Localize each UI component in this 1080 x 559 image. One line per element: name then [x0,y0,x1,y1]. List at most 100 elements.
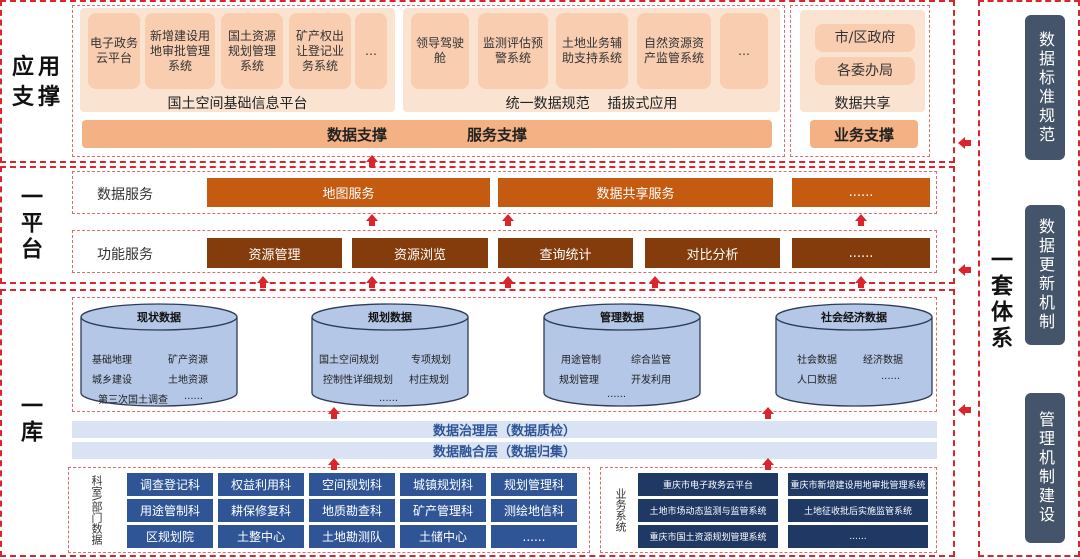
function-service: 资源浏览 [352,238,488,268]
function-service-row [72,230,937,273]
database-item: 用途管制 [561,355,601,366]
platform-app-cell: 矿产权出让登记业务系统 [289,13,351,89]
cylinder-shape [775,303,933,407]
database-title: 现状数据 [137,311,181,324]
section-label-platform: 一平台 [17,185,42,263]
database-item: ...... [379,393,399,404]
database-item: 控制性详细规划 [323,375,393,386]
arrow-up-icon [366,276,378,288]
function-service: ...... [792,238,930,268]
plugin-app-cell: 自然资源资产监管系统 [637,13,711,89]
department-cell: 地质勘查科 [309,499,395,522]
department-cell: ...... [491,525,577,548]
database-item: 第三次国土调查 [98,395,168,406]
platform-app-cell: 新增建设用地审批管理系统 [145,13,215,89]
database-title: 社会经济数据 [821,311,887,324]
arrow-up-icon [257,276,269,288]
database-item: 村庄规划 [409,375,449,386]
library-section [0,289,955,557]
database-item: 土地资源 [168,375,208,386]
arrow-left-icon [958,137,971,149]
plugin-app-cell: 土地业务辅助支持系统 [556,13,628,89]
arrow-up-icon [762,458,774,470]
plugin-app-cell: 领导驾驶舱 [411,13,469,89]
department-cell: 土储中心 [400,525,486,548]
database-item: 基础地理 [92,355,132,366]
more-data-service: ...... [792,178,930,207]
business-support-bar: 业务支撑 [810,120,918,148]
side-panel-data-update: 数据更新机制 [1025,205,1065,345]
city-government-cell: 市/区政府 [815,24,915,52]
dept-data-label: 科室\部门数据 [90,475,103,545]
business-system-label: 业务系统 [614,488,627,532]
database-item: ...... [881,371,901,382]
side-panel-management: 管理机制建设 [1025,393,1065,543]
data-governance-layer: 数据治理层（数据质检） [72,421,937,439]
data-service-row [72,171,937,214]
department-cell: 空间规划科 [309,473,395,496]
department-cell: 规划管理科 [491,473,577,496]
arrow-up-icon [328,407,340,419]
database-cylinder: 社会经济数据社会数据 经济数据人口数据...... [775,303,933,407]
side-panel-data-standards: 数据标准规范 [1025,15,1065,160]
database-cylinder: 管理数据用途管制综合监管规划管理开发利用...... [543,303,701,407]
data-support-label: 数据支撑 [326,125,387,144]
arrow-up-icon [502,214,514,226]
database-item: 人口数据 [797,375,837,386]
app-support-section [0,0,955,163]
function-service: 对比分析 [645,238,780,268]
platform-app-cell: 电子政务云平台 [88,13,140,89]
department-cell: 测绘地信科 [491,499,577,522]
arrow-left-icon [958,264,971,276]
business-system-cell: 土地市场动态监测与监管系统 [638,499,778,522]
arrow-up-icon [855,214,867,226]
database-item: 规划管理 [559,375,599,386]
business-system-cell: ...... [788,525,928,548]
arrow-up-icon [366,155,378,167]
cylinder-shape [311,303,469,407]
data-fusion-layer: 数据融合层（数据归集） [72,442,937,460]
department-cell: 矿产管理科 [400,499,486,522]
department-cell: 区规划院 [127,525,213,548]
arrow-up-icon [502,276,514,288]
system-section [978,0,1080,557]
database-item: 综合监管 [631,355,671,366]
function-service-label: 功能服务 [97,247,153,263]
data-service-label: 数据服务 [97,187,153,203]
database-item: 社会数据 [797,355,837,366]
service-support-label: 服务支撑 [467,125,528,144]
department-cell: 土整中心 [218,525,304,548]
department-cell: 调查登记科 [127,473,213,496]
section-label-app-support: 应用支撑 [12,54,65,110]
function-service: 资源管理 [207,238,342,268]
database-item: 城乡建设 [92,375,132,386]
department-cell: 权益利用科 [218,473,304,496]
database-title: 规划数据 [368,311,412,324]
business-system-cell: 重庆市国土资源规划管理系统 [638,525,778,548]
database-item: 经济数据 [863,355,903,366]
database-cylinder: 现状数据基础地理矿产资源城乡建设土地资源第三次国土调查...... [80,303,238,407]
database-item: 专项规划 [411,355,451,366]
department-cell: 耕保修复科 [218,499,304,522]
app-main-frame [72,5,785,157]
cylinder-shape [80,303,238,407]
department-cell: 土地勘测队 [309,525,395,548]
function-service: 查询统计 [498,238,633,268]
platform-section [0,166,955,284]
business-system-cell: 土地征收批后实施监管系统 [788,499,928,522]
database-item: 开发利用 [631,375,671,386]
plugin-app-cell: … [720,13,768,89]
platform-app-cell: … [355,13,387,89]
section-label-library: 一库 [17,394,42,446]
arrow-left-icon [958,404,971,416]
business-system-cell: 重庆市新增建设用地审批管理系统 [788,473,928,496]
arrow-up-icon [649,276,661,288]
plugin-app-cell: 监测评估预警系统 [478,13,548,89]
arrow-up-icon [855,276,867,288]
support-bar: 数据支撑 服务支撑 [82,120,772,148]
map-service: 地图服务 [207,178,490,207]
database-title: 管理数据 [600,311,644,324]
data-share-caption: 数据共享 [834,96,891,112]
database-item: 国土空间规划 [319,355,379,366]
section-label-system: 一套体系 [987,248,1012,352]
